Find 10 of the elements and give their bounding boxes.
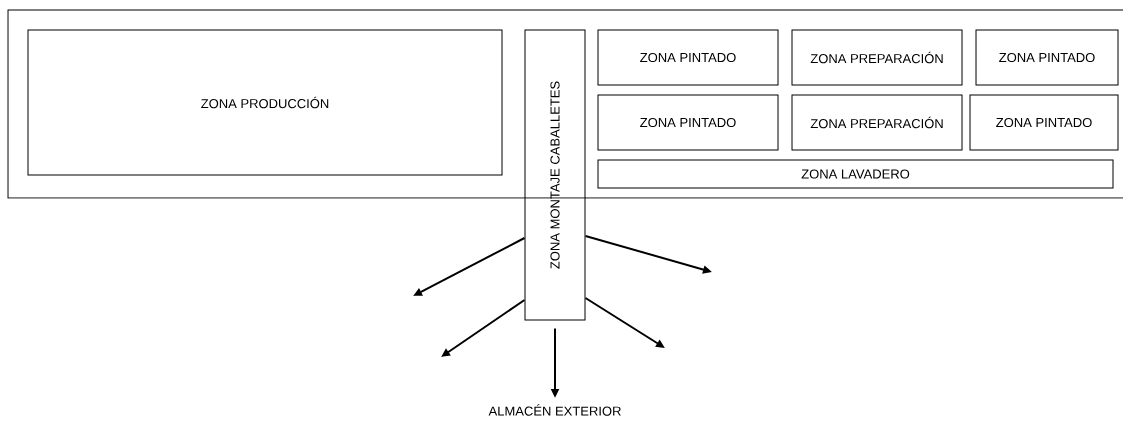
zone-box: ZONA PINTADO	[597, 94, 779, 151]
zone-box: ZONA LAVADERO	[597, 159, 1114, 189]
zone-box: ZONA PINTADO	[597, 29, 779, 86]
zone-box: ZONA PREPARACIÓN	[791, 29, 963, 86]
zone-box: ZONA PREPARACIÓN	[791, 94, 963, 151]
zone-box: ZONA MONTAJE CABALLETES	[524, 29, 586, 321]
zone-label: ALMACÉN EXTERIOR	[488, 404, 621, 416]
zone-box: ZONA PRODUCCIÓN	[27, 29, 503, 176]
zone-box: ZONA PINTADO	[975, 29, 1119, 86]
zone-box: ZONA PINTADO	[969, 94, 1119, 151]
